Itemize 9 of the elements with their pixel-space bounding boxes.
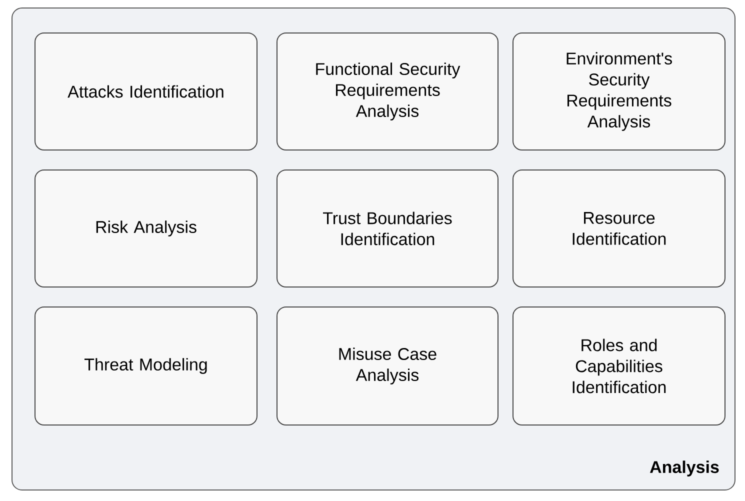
process-box: Threat Modeling xyxy=(34,306,258,426)
process-box: Resource Identification xyxy=(512,170,726,288)
process-box: Misuse Case Analysis xyxy=(276,306,498,426)
process-box: Trust Boundaries Identification xyxy=(276,170,498,288)
process-box: Environment's Security Requirements Analysis xyxy=(512,32,726,150)
process-box: Attacks Identification xyxy=(34,32,258,150)
process-box: Risk Analysis xyxy=(34,170,258,288)
process-box: Functional Security Requirements Analysis xyxy=(276,32,498,150)
process-box: Roles and Capabilities Identification xyxy=(512,306,726,426)
